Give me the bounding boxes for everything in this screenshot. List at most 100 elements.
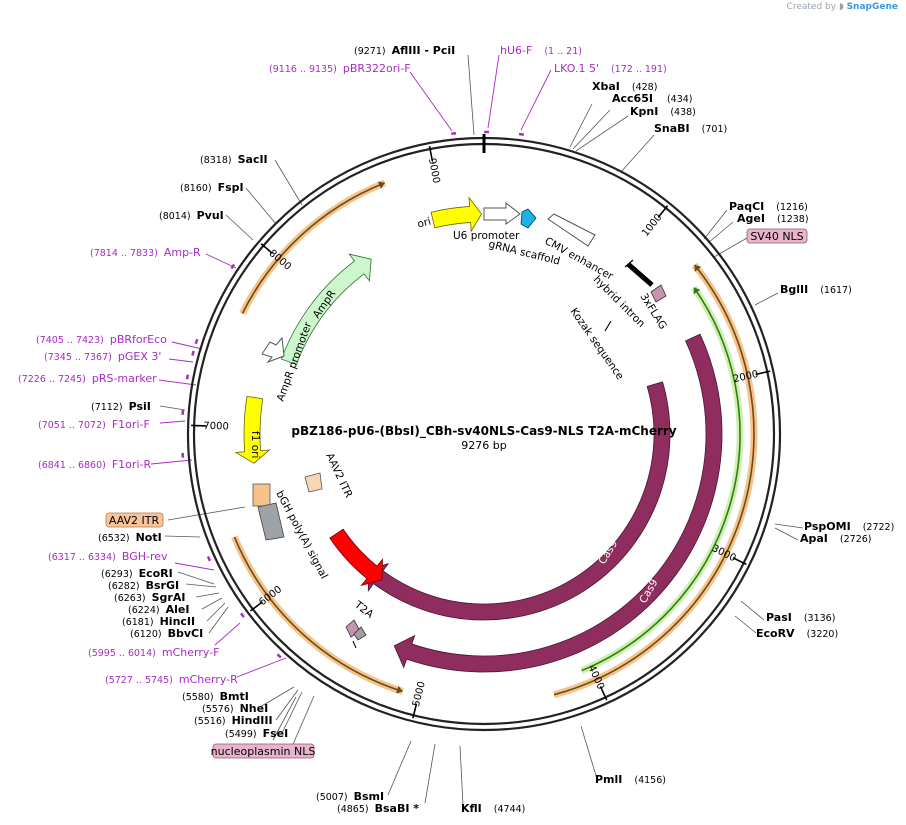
- enzyme-pos: (4865): [337, 804, 369, 815]
- credit-brand: SnapGene: [846, 2, 898, 12]
- svg-text:(7345 .. 7367)pGEX 3': (7345 .. 7367)pGEX 3': [44, 350, 161, 363]
- enzyme-name: HincII: [160, 615, 196, 628]
- enzyme-pos: (6181): [122, 617, 154, 628]
- enzyme-name: PmlI: [595, 773, 622, 786]
- enzyme-pos: (8160): [180, 183, 212, 194]
- ori-arrow[interactable]: [430, 196, 483, 233]
- cas9-region-orange-strand[interactable]: [553, 264, 755, 696]
- f1-ori-arrow[interactable]: [234, 395, 271, 464]
- grna-scaffold-marker[interactable]: [520, 208, 537, 229]
- mcherry-label: mCherry: [294, 571, 333, 613]
- enzyme-name: NheI: [240, 702, 269, 715]
- flag-marker[interactable]: [650, 284, 667, 303]
- enzyme-pos: (4156): [634, 775, 666, 786]
- enzyme-pos: (434): [667, 94, 693, 105]
- aav2-itr-badge[interactable]: [105, 512, 164, 528]
- kozak-marker[interactable]: [604, 320, 612, 332]
- primer-mark[interactable]: [185, 374, 190, 380]
- credit-prefix: Created by: [786, 2, 837, 12]
- bgh-orange-box[interactable]: [252, 483, 271, 507]
- cas9-inner-arrow[interactable]: [367, 381, 671, 621]
- svg-text:(6841 .. 6860)F1ori-R: (6841 .. 6860)F1ori-R: [38, 458, 151, 471]
- sv40-nls-badge[interactable]: [746, 228, 808, 244]
- svg-text:LKO.1 5'(172 .. 191): LKO.1 5'(172 .. 191): [554, 62, 667, 75]
- cas9-outer-arrow[interactable]: [393, 333, 723, 673]
- svg-text:(7814 .. 7833)Amp-R: (7814 .. 7833)Amp-R: [90, 246, 201, 259]
- primer-pos: (1 .. 21): [544, 46, 582, 57]
- bp-tick: [412, 703, 418, 719]
- enzyme-name: AflIII - PciI: [392, 44, 456, 57]
- plasmid-size: 9276 bp: [461, 439, 506, 452]
- svg-text:(7051 .. 7072)F1ori-F: (7051 .. 7072)F1ori-F: [38, 418, 150, 431]
- bp-tick: [249, 601, 263, 612]
- enzyme-name: BbvCI: [168, 627, 204, 640]
- svg-text:(7405 .. 7423)pBRforEco: (7405 .. 7423)pBRforEco: [36, 333, 167, 346]
- aav2-itr-box[interactable]: [304, 472, 323, 493]
- primer-mark[interactable]: [194, 338, 199, 345]
- hybrid-intron-bar[interactable]: [626, 262, 654, 287]
- primer-mark[interactable]: [206, 556, 212, 562]
- primer-name: F1ori-F: [112, 418, 150, 431]
- primer-name: mCherry-F: [162, 646, 220, 659]
- primer-mark[interactable]: [230, 263, 236, 270]
- primer-name: LKO.1 5': [554, 62, 599, 75]
- cmv-enhancer-box[interactable]: [547, 213, 596, 247]
- enzyme-name: KpnI: [630, 105, 658, 118]
- enzyme-name: HindIII: [232, 714, 273, 727]
- primer-mark[interactable]: [240, 612, 245, 618]
- svg-text:KpnI(438): KpnI(438): [630, 105, 696, 118]
- svg-text:(7112)PsiI: (7112)PsiI: [91, 400, 151, 413]
- enzyme-pos: (5516): [194, 716, 226, 727]
- svg-text:PmlI(4156): PmlI (4156): [595, 773, 666, 786]
- mcherry-orange-strand[interactable]: [233, 536, 403, 693]
- svg-text:(6293)EcoRI: (6293)EcoRI: [101, 567, 173, 580]
- primer-mark[interactable]: [191, 350, 195, 356]
- enzyme-pos: (6120): [130, 629, 162, 640]
- primer-mark[interactable]: [276, 653, 282, 659]
- enzyme-pos: (5007): [316, 792, 348, 803]
- svg-text:XbaI(428): XbaI(428): [592, 80, 657, 93]
- enzyme-pos: (3136): [804, 613, 836, 624]
- svg-text:(6263)SgrAI: (6263) SgrAI: [114, 591, 185, 604]
- svg-text:PaqCI(1216): PaqCI(1216): [729, 200, 808, 213]
- ampr-arrow[interactable]: [280, 253, 372, 366]
- mcherry-arrow[interactable]: [329, 528, 383, 587]
- bgh-polya-box[interactable]: [257, 502, 285, 541]
- t2a-linker-marker[interactable]: [353, 626, 367, 641]
- primer-leader-lines: [150, 54, 552, 678]
- enzyme-name: PspOMI: [804, 520, 851, 533]
- enzyme-pos: (701): [702, 124, 728, 135]
- bp-tick: [599, 686, 608, 701]
- u6-promoter-arrow[interactable]: [483, 201, 521, 225]
- f1-ori-label: f1 ori: [249, 431, 261, 458]
- feature-badges: SV40 NLS AAV2 ITR nucleoplasmin NLS: [105, 228, 808, 759]
- enzyme-pos: (1238): [777, 214, 809, 225]
- svg-text:AgeI(1238): AgeI (1238): [737, 212, 809, 225]
- enzyme-pos: (6263): [114, 593, 146, 604]
- enzyme-name: PsiI: [129, 400, 151, 413]
- primer-pos: (9116 .. 9135): [269, 64, 337, 75]
- nucleoplasmin-nls-badge[interactable]: [212, 743, 315, 759]
- ampr-orange-strand[interactable]: [241, 182, 385, 314]
- cas9-region-green-strand[interactable]: [581, 287, 741, 672]
- feature-glyphs: [252, 201, 667, 649]
- enzyme-pos: (5499): [225, 729, 257, 740]
- enzyme-pos: (3220): [807, 629, 839, 640]
- bp-tick: [732, 557, 747, 566]
- ampr-promoter-arrow[interactable]: [261, 336, 285, 364]
- enzyme-name: XbaI: [592, 80, 620, 93]
- svg-text:(6282)BsrGI: (6282)BsrGI: [108, 579, 179, 592]
- primer-pos: (7345 .. 7367): [44, 352, 112, 363]
- enzyme-name: SgrAI: [152, 591, 186, 604]
- primer-labels: hU6-F(1 .. 21) LKO.1 5'(172 .. 191) (911…: [18, 44, 667, 686]
- enzyme-pos: (5576): [202, 704, 234, 715]
- primer-mark[interactable]: [518, 132, 524, 136]
- sv40-nls-badge-label: SV40 NLS: [750, 230, 803, 243]
- ampr-orange-band[interactable]: [239, 179, 386, 316]
- primer-pos: (5995 .. 6014): [88, 648, 156, 659]
- primer-name: Amp-R: [164, 246, 201, 259]
- mcherry-orange-strand-head: [395, 685, 403, 694]
- enzyme-name: AgeI: [737, 212, 765, 225]
- primer-marks: [181, 130, 524, 659]
- aav2-itr-badge-label: AAV2 ITR: [109, 514, 160, 527]
